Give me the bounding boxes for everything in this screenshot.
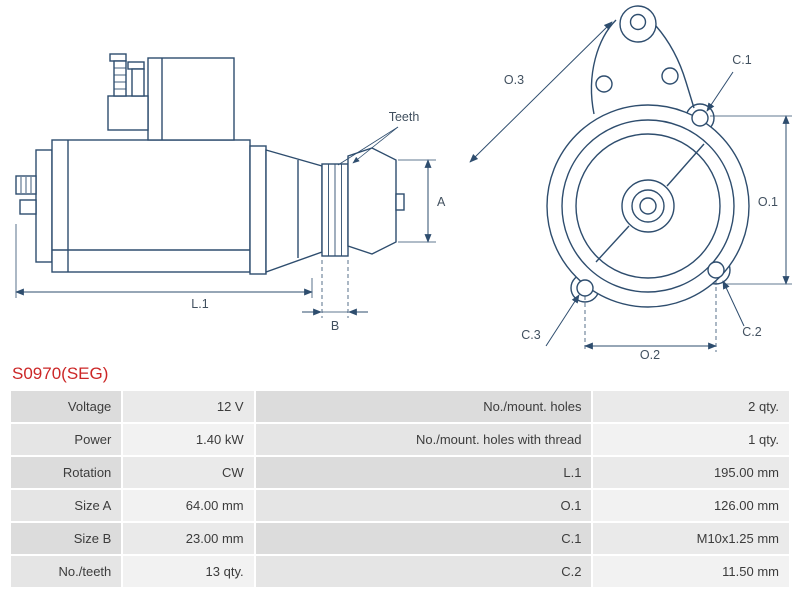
spec-value: 1.40 kW <box>123 424 254 455</box>
side-view <box>15 53 405 275</box>
spec-row-voltage: Voltage 12 V No./mount. holes 2 qty. <box>11 391 789 422</box>
dim-label-c3: C.3 <box>521 328 541 342</box>
dim-label-teeth: Teeth <box>389 110 420 124</box>
spec-label: C.2 <box>255 556 592 587</box>
spec-row-teeth: No./teeth 13 qty. C.2 11.50 mm <box>11 556 789 587</box>
spec-label: Rotation <box>11 457 122 488</box>
spec-value: 2 qty. <box>593 391 789 422</box>
spec-label: L.1 <box>255 457 592 488</box>
spec-row-power: Power 1.40 kW No./mount. holes with thre… <box>11 424 789 455</box>
part-number: S0970(SEG) <box>12 364 109 383</box>
dim-label-a: A <box>437 195 446 209</box>
spec-label: O.1 <box>255 490 592 521</box>
spec-value: 126.00 mm <box>593 490 789 521</box>
spec-row-size-b: Size B 23.00 mm C.1 M10x1.25 mm <box>11 523 789 554</box>
spec-value: CW <box>123 457 254 488</box>
side-view-dimensions <box>15 126 436 318</box>
spec-label: Voltage <box>11 391 122 422</box>
starter-motor-diagram: A L.1 B Teeth <box>15 5 792 362</box>
spec-label: Size A <box>11 490 122 521</box>
spec-label: Power <box>11 424 122 455</box>
spec-row-size-a: Size A 64.00 mm O.1 126.00 mm <box>11 490 789 521</box>
spec-value: 1 qty. <box>593 424 789 455</box>
spec-label: Size B <box>11 523 122 554</box>
spec-value: 12 V <box>123 391 254 422</box>
front-view <box>546 5 750 308</box>
technical-drawing: A L.1 B Teeth <box>15 5 792 362</box>
spec-value: 64.00 mm <box>123 490 254 521</box>
dim-label-o1: O.1 <box>758 195 778 209</box>
spec-value: 23.00 mm <box>123 523 254 554</box>
spec-label: No./mount. holes <box>255 391 592 422</box>
dim-label-c2: C.2 <box>742 325 762 339</box>
spec-value: 11.50 mm <box>593 556 789 587</box>
front-view-dimensions <box>469 21 792 352</box>
spec-value: 195.00 mm <box>593 457 789 488</box>
spec-label: C.1 <box>255 523 592 554</box>
specs-table: Voltage 12 V No./mount. holes 2 qty. Pow… <box>9 389 791 589</box>
dim-label-o2: O.2 <box>640 348 660 362</box>
dim-label-o3: O.3 <box>504 73 524 87</box>
dim-label-b: B <box>331 319 339 333</box>
spec-row-rotation: Rotation CW L.1 195.00 mm <box>11 457 789 488</box>
gear-teeth-lines <box>328 164 342 256</box>
spec-label: No./teeth <box>11 556 122 587</box>
spec-label: No./mount. holes with thread <box>255 424 592 455</box>
thread-hatch <box>20 177 32 193</box>
spec-value: M10x1.25 mm <box>593 523 789 554</box>
dim-label-l1: L.1 <box>191 297 208 311</box>
spec-value: 13 qty. <box>123 556 254 587</box>
dim-label-c1: C.1 <box>732 53 752 67</box>
